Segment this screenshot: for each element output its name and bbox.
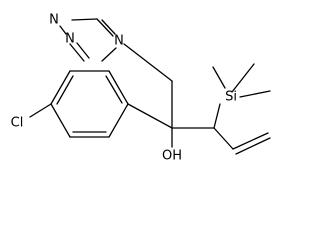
bond [50,103,71,138]
bond [101,19,116,35]
bond [232,132,269,150]
bond [108,70,129,105]
hydroxyl-group: OH [162,149,182,164]
bond [71,18,98,21]
bond [235,137,271,155]
bond [212,66,226,89]
bond [213,103,221,129]
triazole-nitrogen-attached: N [114,34,124,49]
bond [231,63,255,93]
triazole-nitrogen-left: N [65,32,75,47]
structure-diagram: N N N Cl Si OH [11,13,271,164]
backbone [123,43,271,155]
atom-labels: N N N Cl Si OH [11,13,237,164]
bond [239,90,271,98]
trimethylsilyl-group [212,63,271,98]
triazole-ring [59,18,117,62]
bond [59,25,67,35]
bond [76,42,90,59]
bond [69,43,85,62]
silicon-atom: Si [225,90,237,105]
bond [50,70,71,105]
bond [108,103,129,138]
bond [29,103,52,118]
chlorine-atom: Cl [11,116,24,131]
bond [123,43,173,82]
chlorophenyl-ring [29,70,129,138]
triazole-nitrogen-top: N [49,13,59,28]
bond [105,75,123,104]
bond [96,18,114,37]
bond [127,103,173,129]
bond [101,47,117,62]
bond [56,75,74,105]
bond [213,127,234,150]
